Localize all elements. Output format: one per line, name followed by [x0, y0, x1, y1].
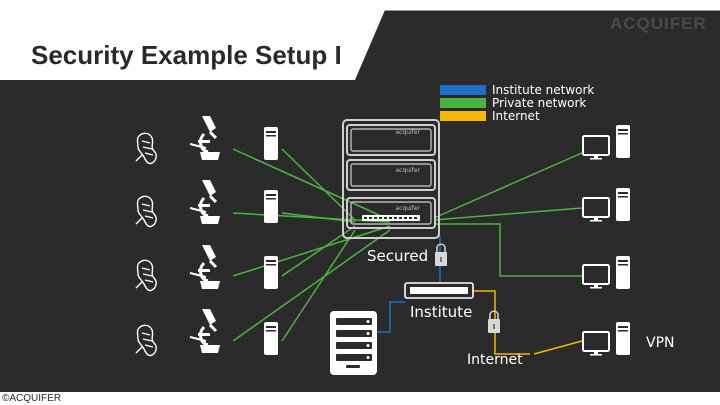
computer-tower-icon-left-2 [264, 190, 278, 223]
page-title: Security Example Setup I [31, 40, 342, 70]
rack-label-3: acquifer [395, 205, 420, 212]
microscope-icon-4 [188, 307, 222, 355]
pipette-icon-3 [135, 259, 157, 292]
computer-tower-icon-right-3 [616, 256, 630, 289]
legend-swatch-private [440, 98, 486, 108]
legend-swatch-institute [440, 85, 486, 95]
header-angled-panel [0, 0, 720, 80]
rack-label-2: acquifer [395, 167, 420, 174]
microscope-icon-3 [188, 243, 222, 291]
computer-tower-icon-right-1 [616, 125, 630, 158]
computer-tower-icon-right-2 [616, 188, 630, 221]
label-vpn: VPN [646, 335, 675, 351]
padlock-icon-internet [487, 310, 501, 334]
server-icon [330, 311, 377, 375]
computer-tower-icon-right-4 [616, 322, 630, 355]
link-workstation-3 [232, 225, 391, 277]
monitor-icon-2 [582, 197, 610, 223]
pipette-icon-1 [135, 132, 157, 165]
footer-copyright: ©ACQUIFER [2, 393, 62, 404]
pipette-icon-2 [135, 195, 157, 228]
rack-label-1: acquifer [395, 129, 420, 136]
link-workstation-4 [232, 229, 391, 342]
legend-label-internet: Internet [492, 109, 540, 123]
acquifer-logo: ACQUIFER [610, 14, 707, 33]
computer-tower-icon-left-3 [264, 256, 278, 289]
computer-tower-icon-left-1 [264, 127, 278, 160]
padlock-icon-secured [434, 243, 448, 267]
microscope-icon-2 [188, 178, 222, 226]
label-internet: Internet [467, 352, 523, 368]
monitor-icon-4 [582, 331, 610, 357]
legend-swatch-internet [440, 111, 486, 121]
label-secured: Secured [367, 247, 429, 265]
monitor-icon-1 [582, 135, 610, 161]
link-workstation-1 [232, 148, 391, 221]
microscope-icon-1 [188, 114, 222, 162]
network-switch-icon [404, 282, 474, 299]
pipette-icon-4 [135, 324, 157, 357]
monitor-icon-3 [582, 264, 610, 290]
acquifer-rack [342, 119, 440, 239]
computer-tower-icon-left-4 [264, 322, 278, 355]
legend-label-private: Private network [492, 96, 587, 110]
footer-bar [0, 392, 720, 405]
legend-label-institute: Institute network [492, 83, 595, 97]
label-institute: Institute [410, 303, 473, 321]
